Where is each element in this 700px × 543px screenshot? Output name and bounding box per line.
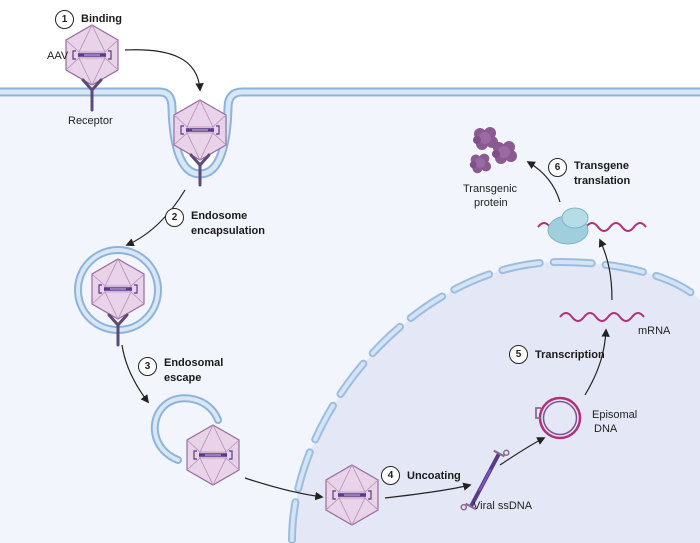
episomal-dna-label: Episomal (592, 409, 638, 421)
arrow-icon (598, 238, 613, 301)
step-number: 4 (381, 466, 400, 485)
step-number: 2 (165, 208, 184, 227)
arrow-icon (125, 189, 186, 247)
step-number: 5 (509, 345, 528, 364)
dna-icon (460, 449, 510, 511)
step-number: 3 (138, 357, 157, 376)
arrow-icon (526, 161, 561, 203)
arrow-icon (121, 344, 150, 404)
protein-label: protein (474, 197, 508, 209)
viral-ssdna-label: Viral ssDNA (473, 500, 533, 512)
step-title: Endosomal (164, 357, 224, 369)
mrna-strand (559, 312, 645, 322)
receptor-label: Receptor (68, 115, 113, 127)
step-number: 6 (548, 158, 567, 177)
episomal-dna-label: DNA (594, 423, 618, 435)
step-number: 1 (55, 10, 74, 29)
step-title: Uncoating (407, 470, 461, 482)
step-title: escape (164, 372, 202, 384)
step-title: Transcription (535, 349, 605, 361)
arrow-icon (384, 482, 472, 499)
arrow-icon (244, 477, 324, 501)
protein-icon (469, 153, 492, 174)
step-title: translation (574, 175, 631, 187)
step-title: Transgene (574, 160, 630, 172)
arrow-icon (124, 49, 204, 92)
protein-icon (492, 141, 517, 164)
arrow-icon (499, 437, 546, 466)
step-title: encapsulation (191, 225, 265, 237)
aav-capsid-icon (65, 24, 119, 86)
protein-label: Transgenic (463, 183, 518, 195)
step-title: Endosome (191, 210, 248, 222)
arrow-icon (584, 328, 610, 396)
mrna-label: mRNA (638, 325, 671, 337)
aav-label: AAV (47, 50, 69, 62)
dna-icon (535, 396, 582, 440)
step-title: Binding (81, 13, 122, 25)
ribosome-icon (547, 207, 589, 245)
